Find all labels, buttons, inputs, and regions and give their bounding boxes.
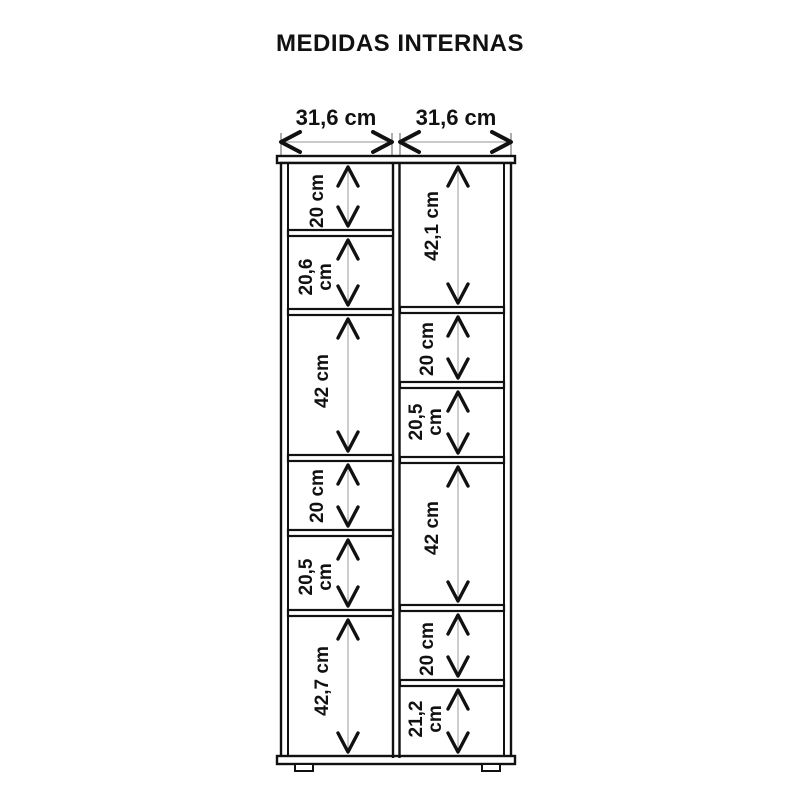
dimension-label-left-2-line2: cm — [315, 263, 336, 291]
dimension-label-right-2: 20 cm — [417, 322, 438, 376]
dimension-label-left-1: 20 cm — [307, 174, 328, 228]
right-dimension-arrows — [446, 165, 470, 754]
left-column-shelves — [286, 228, 395, 618]
dimension-label-left-5: 20,5 cm — [296, 547, 336, 607]
horizontal-dimension-left — [279, 130, 394, 155]
horizontal-dimension-right — [398, 130, 513, 155]
dimension-label-left-5-line1: 20,5 — [296, 558, 317, 596]
dimension-label-left-6: 42,7 cm — [312, 646, 333, 716]
dimension-label-right-3: 20,5 cm — [406, 392, 446, 452]
dimension-label-left-2: 20,6 cm — [296, 247, 336, 307]
dimension-label-right-3-line2: cm — [425, 408, 446, 436]
dimension-label-left-2-line1: 20,6 — [296, 258, 317, 296]
cabinet-carcass — [275, 154, 517, 766]
dimension-label-right-width: 31,6 cm — [415, 105, 497, 130]
right-column-shelves — [398, 305, 506, 688]
dimension-label-left-4: 20 cm — [307, 469, 328, 523]
dimension-label-right-6-line2: cm — [425, 705, 446, 733]
page-title: MEDIDAS INTERNAS — [275, 30, 524, 57]
dimension-label-left-width: 31,6 cm — [295, 105, 377, 130]
dimension-label-left-3: 42 cm — [312, 354, 333, 408]
dimension-label-right-6-line1: 21,2 — [406, 700, 427, 738]
dimension-label-right-4: 42 cm — [422, 501, 443, 555]
left-dimension-arrows — [336, 165, 360, 754]
cabinet-feet — [294, 763, 501, 772]
dimension-label-left-5-line2: cm — [315, 563, 336, 591]
dimension-label-right-3-line1: 20,5 — [406, 403, 427, 441]
dimension-label-right-6: 21,2 cm — [406, 689, 446, 749]
dimension-label-right-5: 20 cm — [417, 622, 438, 676]
dimension-label-right-1: 42,1 cm — [422, 191, 443, 261]
